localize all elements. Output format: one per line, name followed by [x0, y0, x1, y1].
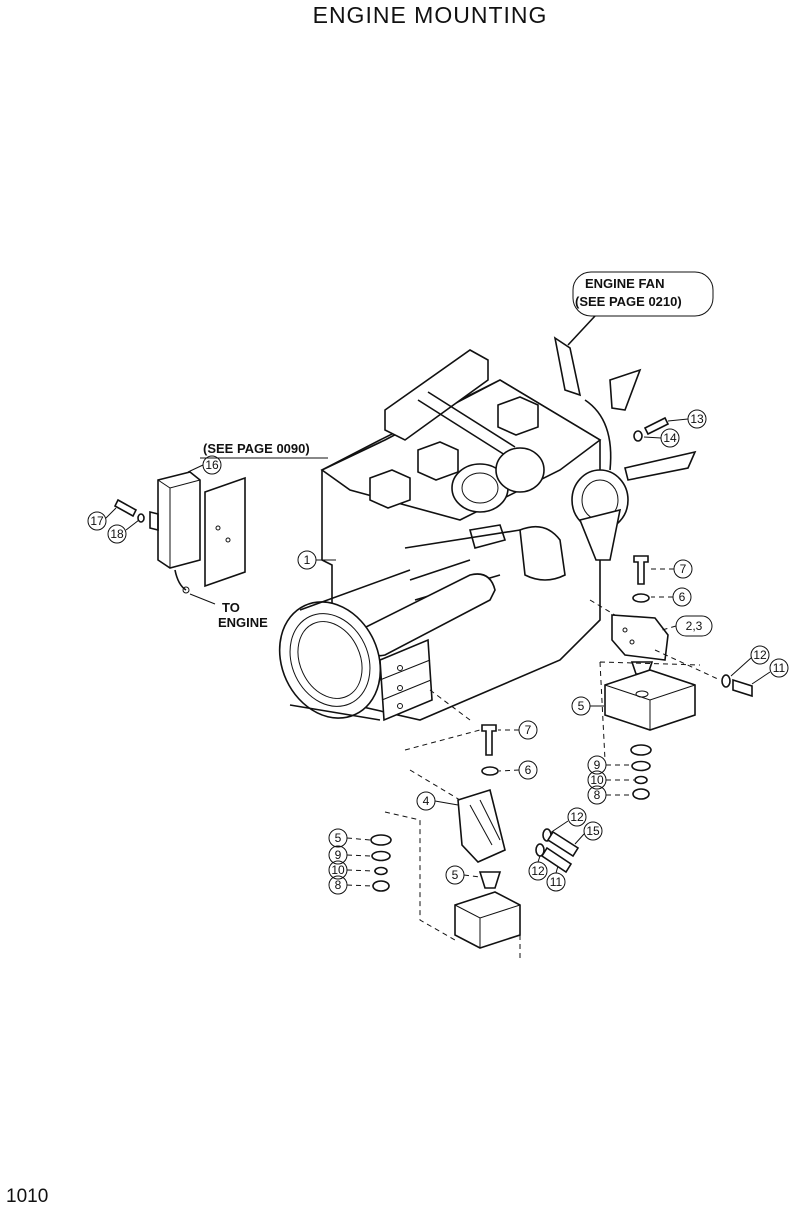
callout-5-right-label: 5: [578, 699, 585, 713]
callout-11-lower: 11: [546, 865, 566, 892]
callout-8-left-label: 8: [335, 878, 342, 892]
callout-5-lower-label: 5: [452, 868, 459, 882]
callout-4: 4: [416, 791, 459, 811]
to-engine-line1: TO: [222, 600, 240, 615]
front-mount-illustration: [589, 416, 753, 800]
relay-illustration: [113, 471, 246, 605]
callout-6-lower: 6: [498, 760, 538, 780]
callout-2-3: 2,3: [661, 615, 713, 637]
callout-18: 18: [107, 519, 140, 544]
callout-6-upper-label: 6: [679, 590, 686, 604]
callout-9-right: 9: [587, 755, 630, 775]
callout-5-right: 5: [571, 696, 604, 716]
callout-12-right: 12: [730, 645, 770, 677]
see-page-0090-label: (SEE PAGE 0090): [203, 441, 310, 456]
callout-12-lower-left-label: 12: [531, 864, 545, 878]
callout-2-3-label: 2,3: [686, 619, 703, 633]
page-number: 1010: [6, 1186, 49, 1207]
callout-17: 17: [87, 507, 117, 531]
callout-12-lower-right: 12: [549, 807, 587, 834]
engine-fan-note-line1: ENGINE FAN: [585, 276, 664, 291]
engine-fan-note: ENGINE FAN (SEE PAGE 0210): [567, 271, 714, 346]
callout-6-upper: 6: [651, 587, 692, 607]
callout-10-right: 10: [587, 770, 634, 790]
callout-16: 16: [187, 455, 222, 475]
engine-illustration: [278, 336, 697, 722]
callout-14-label: 14: [663, 431, 677, 445]
callout-11-right-label: 11: [773, 661, 786, 675]
callout-8-right: 8: [587, 785, 632, 805]
callout-7-upper-label: 7: [680, 562, 687, 576]
engine-fan-note-line2: (SEE PAGE 0210): [575, 294, 682, 309]
see-page-0090-note: (SEE PAGE 0090): [200, 441, 328, 459]
callout-9-right-label: 9: [594, 758, 601, 772]
callout-5-left-label: 5: [335, 831, 342, 845]
callout-11-lower-label: 11: [550, 875, 563, 889]
callout-16-label: 16: [205, 458, 219, 472]
callout-7-upper: 7: [650, 559, 693, 579]
callout-12-lower-left: 12: [528, 855, 548, 881]
callout-8-right-label: 8: [594, 788, 601, 802]
callout-10-right-label: 10: [590, 773, 604, 787]
callout-1-label: 1: [304, 553, 311, 567]
callout-10-left: 10: [328, 860, 376, 880]
rear-mount-illustration: [370, 689, 580, 960]
callout-13-label: 13: [690, 412, 704, 426]
to-engine-line2: ENGINE: [218, 615, 268, 630]
callout-15-label: 15: [586, 824, 600, 838]
callout-15: 15: [574, 821, 603, 845]
callout-5-lower: 5: [445, 865, 481, 885]
callout-17-label: 17: [90, 514, 104, 528]
callout-8-left: 8: [328, 875, 374, 895]
callout-5-left: 5: [328, 828, 371, 848]
callout-10-left-label: 10: [331, 863, 345, 877]
callout-4-label: 4: [423, 794, 430, 808]
callout-7-lower: 7: [498, 720, 538, 740]
callout-12-lower-right-label: 12: [570, 810, 584, 824]
callout-9-left: 9: [328, 845, 372, 865]
callout-11-right: 11: [751, 658, 789, 685]
callout-14: 14: [643, 428, 680, 448]
callout-1: 1: [297, 550, 336, 570]
callout-12-right-label: 12: [753, 648, 767, 662]
to-engine-note: TO ENGINE: [218, 600, 268, 630]
callout-6-lower-label: 6: [525, 763, 532, 777]
callout-9-left-label: 9: [335, 848, 342, 862]
callout-18-label: 18: [110, 527, 124, 541]
callout-13: 13: [667, 409, 707, 429]
page-title: ENGINE MOUNTING: [312, 2, 548, 28]
callout-7-lower-label: 7: [525, 723, 532, 737]
